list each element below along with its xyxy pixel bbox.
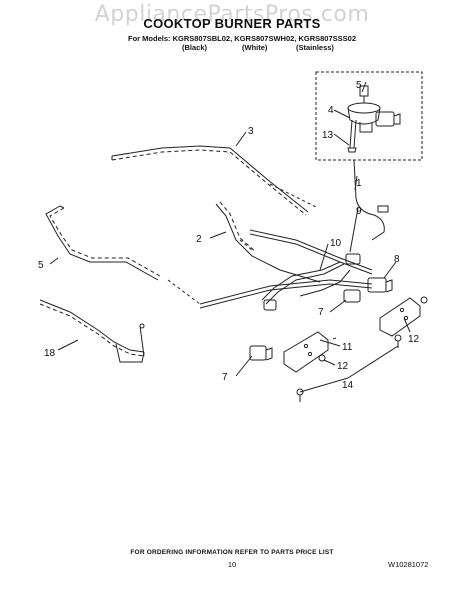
burner-valve xyxy=(347,85,401,153)
ignition-wire xyxy=(353,159,385,241)
wiring-harness xyxy=(261,261,341,301)
burner-tube-18 xyxy=(39,299,145,353)
watermark: AppliancePartsPros.com xyxy=(94,2,370,27)
switch-7-lower xyxy=(249,345,273,361)
callout-10: 10 xyxy=(330,238,342,249)
screw-14-lower xyxy=(296,388,304,402)
callout-9: 9 xyxy=(356,206,362,217)
switch-9 xyxy=(345,253,361,265)
variant-stainless: (Stainless) xyxy=(296,43,334,52)
variant-black: (Black) xyxy=(182,43,208,52)
callout-4: 4 xyxy=(328,105,334,116)
bracket-upper xyxy=(379,297,421,337)
callout-5: 5 xyxy=(38,260,44,271)
variant-white: (White) xyxy=(242,43,268,52)
callout-7-lower: 7 xyxy=(222,372,228,383)
page-title: COOKTOP BURNER PARTS xyxy=(143,16,321,31)
screw-14-upper xyxy=(394,334,402,348)
callout-13: 13 xyxy=(322,130,334,141)
bracket-lower xyxy=(283,331,329,373)
callout-12-upper: 12 xyxy=(408,334,420,345)
screw-12-lower xyxy=(318,354,326,362)
burner-tube-5 xyxy=(45,205,159,281)
document-number: W10281072 xyxy=(388,560,429,569)
callout-12-lower: 12 xyxy=(337,361,349,372)
callout-3: 3 xyxy=(248,126,254,137)
callout-7-upper: 7 xyxy=(318,307,324,318)
callout-2: 2 xyxy=(196,234,202,245)
callout-8: 8 xyxy=(394,254,400,265)
model-list: For Models: KGRS807SBL02, KGRS807SWH02, … xyxy=(128,34,356,43)
callout-14: 14 xyxy=(342,380,354,391)
callout-18: 18 xyxy=(44,348,56,359)
burner-inset-box xyxy=(315,71,423,161)
burner-tube-2 xyxy=(215,203,321,283)
callout-1: 1 xyxy=(356,178,362,189)
switch-small xyxy=(263,299,277,311)
callout-11: 11 xyxy=(342,342,353,353)
switch-7-upper xyxy=(343,289,361,303)
screw-12-upper xyxy=(420,296,428,304)
callout-6: 5 xyxy=(356,80,362,91)
ordering-note: FOR ORDERING INFORMATION REFER TO PARTS … xyxy=(130,549,334,556)
page-number: 10 xyxy=(227,560,237,569)
burner-tube-3 xyxy=(111,145,309,213)
wire-connector xyxy=(377,205,389,213)
switch-8 xyxy=(367,277,393,293)
